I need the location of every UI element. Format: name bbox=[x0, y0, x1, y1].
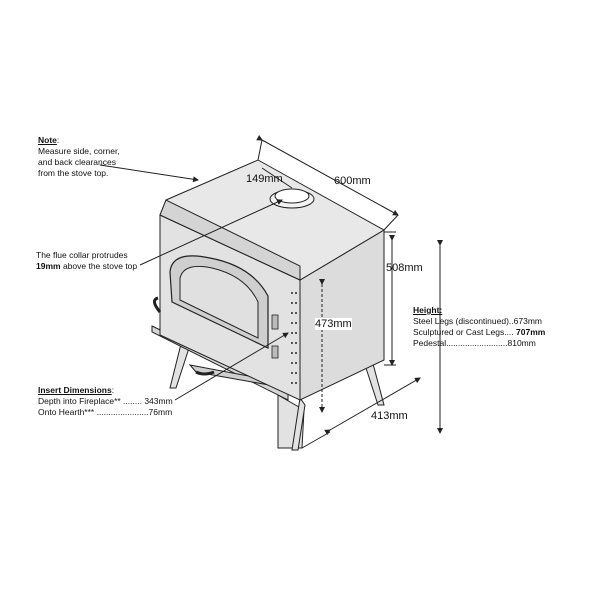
top-rim-front bbox=[159, 199, 301, 281]
insert-row-label: Depth into Fireplace** ........ bbox=[38, 396, 142, 406]
height-block: Height: Steel Legs (discontinued)..673mm… bbox=[413, 305, 545, 349]
note-arrow bbox=[99, 164, 199, 183]
side-vent-grille bbox=[291, 292, 297, 384]
note-title: Note bbox=[38, 135, 57, 145]
flue-note-rest: above the stove top bbox=[60, 261, 138, 271]
insert-title: Insert Dimensions bbox=[38, 385, 112, 395]
ash-handle bbox=[195, 370, 215, 376]
insert-row-label: Onto Hearth*** ...................... bbox=[38, 407, 149, 417]
hinge-bottom bbox=[271, 345, 279, 359]
note-line: from the stove top. bbox=[38, 168, 109, 178]
flue-note: The flue collar protrudes 19mm above the… bbox=[36, 250, 137, 272]
flue-note-line1: The flue collar protrudes bbox=[36, 250, 128, 260]
depth-dim-line bbox=[324, 377, 421, 436]
hinge-top bbox=[271, 314, 279, 330]
insert-dimensions: Insert Dimensions: Depth into Fireplace*… bbox=[38, 385, 173, 417]
note-block: Note: Measure side, corner, and back cle… bbox=[38, 135, 120, 178]
door-height-label: 473mm bbox=[315, 318, 352, 330]
note-line: Measure side, corner, bbox=[38, 146, 120, 156]
body-height-label: 508mm bbox=[386, 262, 423, 274]
door-handle bbox=[153, 296, 162, 313]
flue-note-value: 19mm bbox=[36, 261, 61, 271]
insert-row-value: 343mm bbox=[144, 396, 173, 406]
height-title: Height: bbox=[413, 305, 443, 315]
dimension-lines bbox=[99, 134, 443, 449]
height-row-value: 673mm bbox=[513, 316, 542, 326]
insert-arrow bbox=[174, 332, 289, 401]
insert-row-value: 76mm bbox=[148, 407, 173, 417]
height-row-label: Pedestal.......................... bbox=[413, 338, 508, 348]
flue-offset-dim-line bbox=[261, 167, 293, 189]
flue-offset-label: 149mm bbox=[246, 173, 283, 185]
depth-label: 413mm bbox=[371, 410, 408, 422]
width-label: 600mm bbox=[334, 175, 371, 187]
note-line: and back clearances bbox=[38, 157, 116, 167]
flue-note-arrow bbox=[139, 199, 283, 266]
height-row-label: Sculptured or Cast Legs.... bbox=[413, 327, 514, 337]
side-leg bbox=[291, 396, 306, 451]
height-row-label: Steel Legs (discontinued).. bbox=[413, 316, 514, 326]
height-row-value: 707mm bbox=[516, 327, 546, 337]
door-glass bbox=[179, 265, 259, 339]
width-dim-line bbox=[256, 134, 399, 216]
height-row-value: 810mm bbox=[507, 338, 536, 348]
